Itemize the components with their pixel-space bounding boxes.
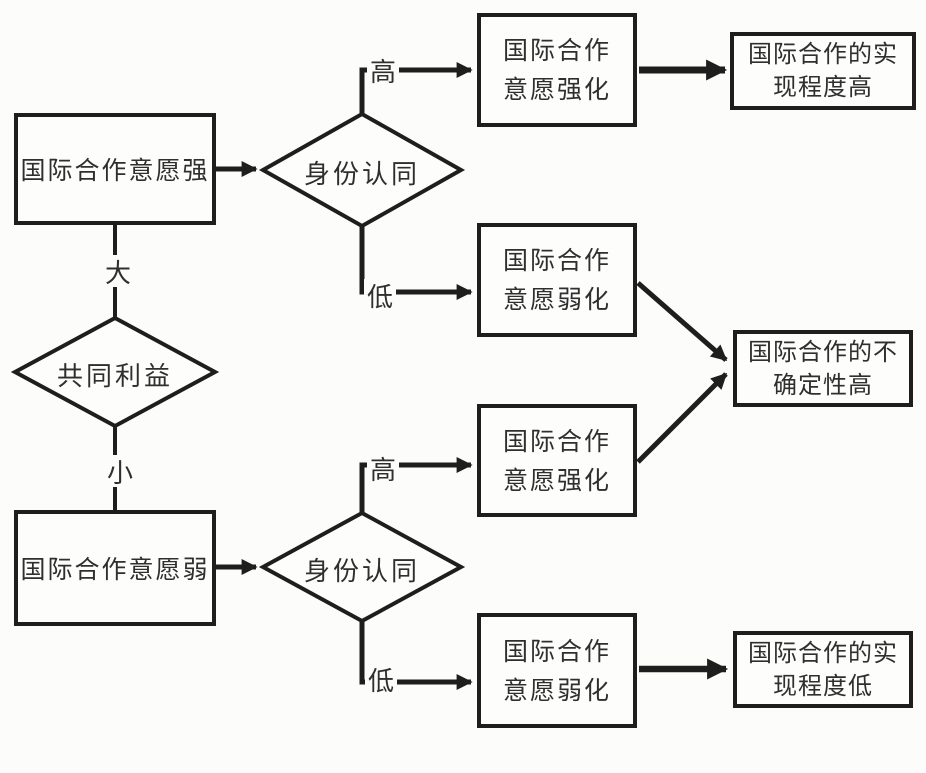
node-weaken-mid: 国际合作 意愿弱化 — [477, 223, 637, 337]
node-weaken-bottom-line1: 国际合作 — [502, 636, 611, 666]
node-outcome-high-line1: 国际合作的实 — [748, 40, 898, 68]
node-will-weak: 国际合作意愿弱 — [14, 510, 216, 626]
node-outcome-low-line1: 国际合作的实 — [748, 638, 898, 667]
node-outcome-low: 国际合作的实 现程度低 — [733, 631, 913, 708]
node-will-strong-label: 国际合作意愿强 — [20, 156, 210, 185]
diamond-identity-bottom — [258, 510, 466, 624]
node-weaken-mid-line1: 国际合作 — [502, 246, 611, 275]
node-outcome-uncertain-line1: 国际合作的不 — [748, 337, 898, 366]
edge-identity-high-to-strengthen-top — [359, 62, 473, 116]
node-will-strong: 国际合作意愿强 — [14, 113, 216, 225]
diamond-identity-top — [258, 111, 466, 229]
edge-label-low-bottom: 低 — [365, 663, 397, 697]
node-weaken-mid-line2: 意愿弱化 — [502, 285, 611, 314]
edge-label-high-mid: 高 — [367, 452, 399, 486]
node-strengthen-mid-line2: 意愿强化 — [502, 465, 611, 495]
edge-identity2-low-to-weaken-bottom — [359, 620, 473, 690]
diamond-common-interest-label: 共同利益 — [56, 362, 173, 392]
edge-label-big: 大 — [102, 255, 134, 289]
node-outcome-uncertain-line2: 确定性高 — [773, 370, 873, 399]
node-strengthen-top-line2: 意愿强化 — [502, 75, 611, 104]
node-strengthen-mid: 国际合作 意愿强化 — [477, 404, 637, 517]
diamond-identity-bottom-label: 身份认同 — [303, 557, 420, 587]
node-strengthen-top: 国际合作 意愿强化 — [477, 13, 637, 127]
edge-identity2-high-to-strengthen-mid — [359, 457, 473, 514]
node-outcome-high-line2: 现程度高 — [773, 73, 873, 101]
node-weaken-bottom: 国际合作 意愿弱化 — [477, 613, 637, 728]
node-strengthen-top-line1: 国际合作 — [502, 36, 611, 65]
node-strengthen-mid-line1: 国际合作 — [502, 426, 611, 456]
node-outcome-low-line2: 现程度低 — [773, 671, 873, 700]
diamond-identity-top-label: 身份认同 — [303, 160, 420, 190]
diamond-common-interest — [10, 315, 220, 429]
node-outcome-high: 国际合作的实 现程度高 — [730, 32, 916, 110]
edge-label-small: 小 — [104, 455, 136, 489]
edge-weaken-mid-to-uncertain — [636, 281, 728, 362]
edge-label-low-top: 低 — [364, 279, 396, 313]
edge-label-high-top: 高 — [367, 54, 399, 88]
node-weaken-bottom-line2: 意愿弱化 — [502, 675, 611, 705]
node-will-weak-label: 国际合作意愿弱 — [20, 555, 210, 584]
node-outcome-uncertain: 国际合作的不 确定性高 — [733, 330, 913, 407]
edge-strengthen-mid-to-uncertain — [636, 372, 728, 464]
edge-identity-low-to-weaken-mid — [359, 224, 473, 300]
